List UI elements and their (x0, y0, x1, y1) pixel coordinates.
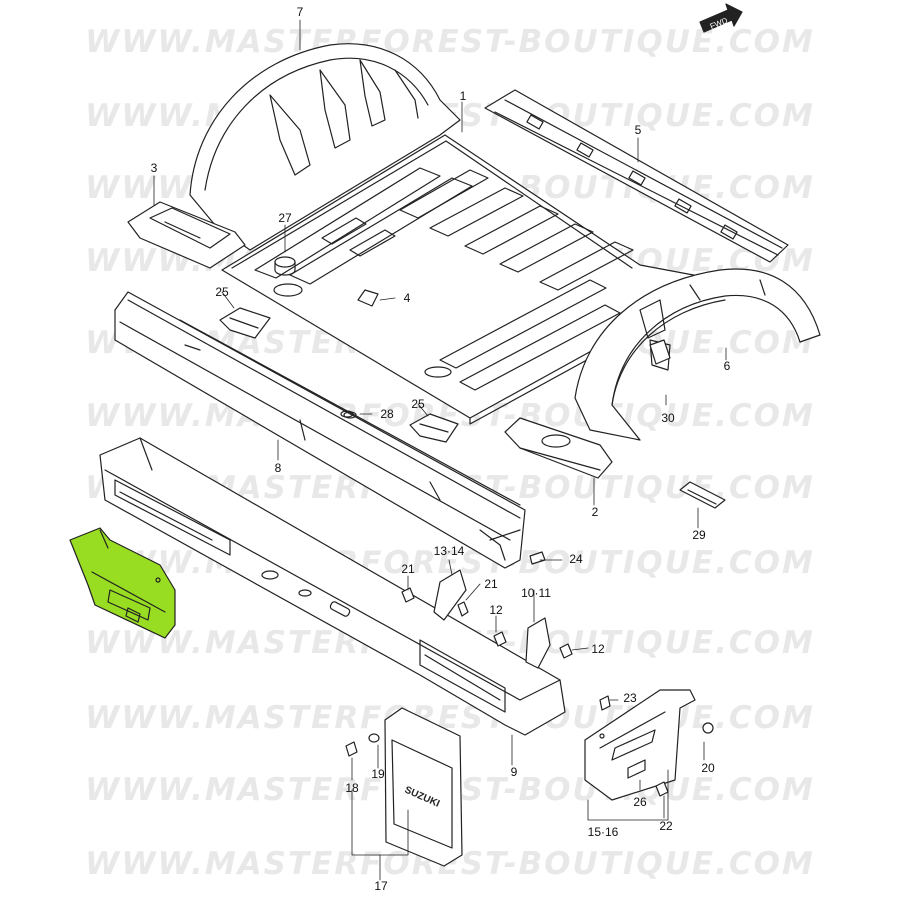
callout-7: 7 (296, 5, 304, 19)
bracket-13-14 (433, 569, 467, 621)
callout-30: 30 (661, 411, 675, 425)
nut-12-left (493, 631, 507, 647)
bumper-end-cap-left-highlighted (69, 527, 176, 639)
right-floor-extension (504, 417, 613, 479)
callout-1: 1 (459, 89, 467, 103)
callout-23: 23 (623, 691, 637, 705)
rear-bumper (99, 437, 566, 736)
clip-24 (529, 551, 546, 565)
nut-12-right (559, 643, 573, 659)
left-wheel-housing (189, 43, 461, 251)
clip-30 (649, 339, 671, 365)
grommet-27 (274, 256, 296, 276)
callout-9: 9 (510, 765, 518, 779)
callout-21-right: 21 (484, 577, 498, 591)
bracket-10-11 (525, 617, 551, 669)
reflector-29 (679, 481, 726, 509)
callout-5: 5 (634, 123, 642, 137)
callout-6: 6 (723, 359, 731, 373)
mud-flap: SUZUKI (384, 707, 463, 867)
callout-2: 2 (591, 505, 599, 519)
bracket-25-lower (409, 413, 459, 443)
cross-member (484, 89, 789, 263)
bolt-21-left (401, 587, 415, 603)
callout-12-right: 12 (591, 642, 605, 656)
callout-15-16: 15·16 (587, 825, 619, 839)
callout-20: 20 (701, 761, 715, 775)
callout-25-upper: 25 (215, 285, 229, 299)
callout-18: 18 (345, 781, 359, 795)
callout-24: 24 (569, 552, 583, 566)
floor-side-member (114, 291, 526, 569)
callout-28: 28 (380, 407, 394, 421)
plug-28 (340, 410, 354, 418)
callout-22: 22 (659, 819, 673, 833)
fwd-arrow-icon: FWD (699, 3, 743, 33)
callout-21-left: 21 (401, 562, 415, 576)
bracket-25-upper (219, 307, 271, 339)
callout-10-11: 10·11 (521, 586, 551, 600)
right-wheel-housing (574, 268, 821, 441)
bolt-23 (599, 695, 611, 711)
washer-19 (368, 733, 380, 743)
bumper-end-cap-right (584, 689, 696, 801)
clip-4 (357, 289, 379, 307)
callout-13-14: 13·14 (433, 544, 465, 558)
callout-26: 26 (633, 795, 647, 809)
leader-lines (153, 19, 727, 881)
callout-17: 17 (374, 879, 388, 893)
callout-12-left: 12 (489, 603, 503, 617)
callout-3: 3 (150, 161, 158, 175)
callout-4: 4 (403, 291, 411, 305)
left-floor-extension (127, 201, 246, 269)
bolt-21-right (457, 601, 469, 617)
screw-18 (345, 741, 358, 757)
callout-29: 29 (692, 528, 706, 542)
callout-25-lower: 25 (411, 397, 425, 411)
callout-19: 19 (371, 767, 385, 781)
callout-27: 27 (278, 211, 292, 225)
nut-20 (702, 722, 714, 734)
callout-8: 8 (274, 461, 282, 475)
